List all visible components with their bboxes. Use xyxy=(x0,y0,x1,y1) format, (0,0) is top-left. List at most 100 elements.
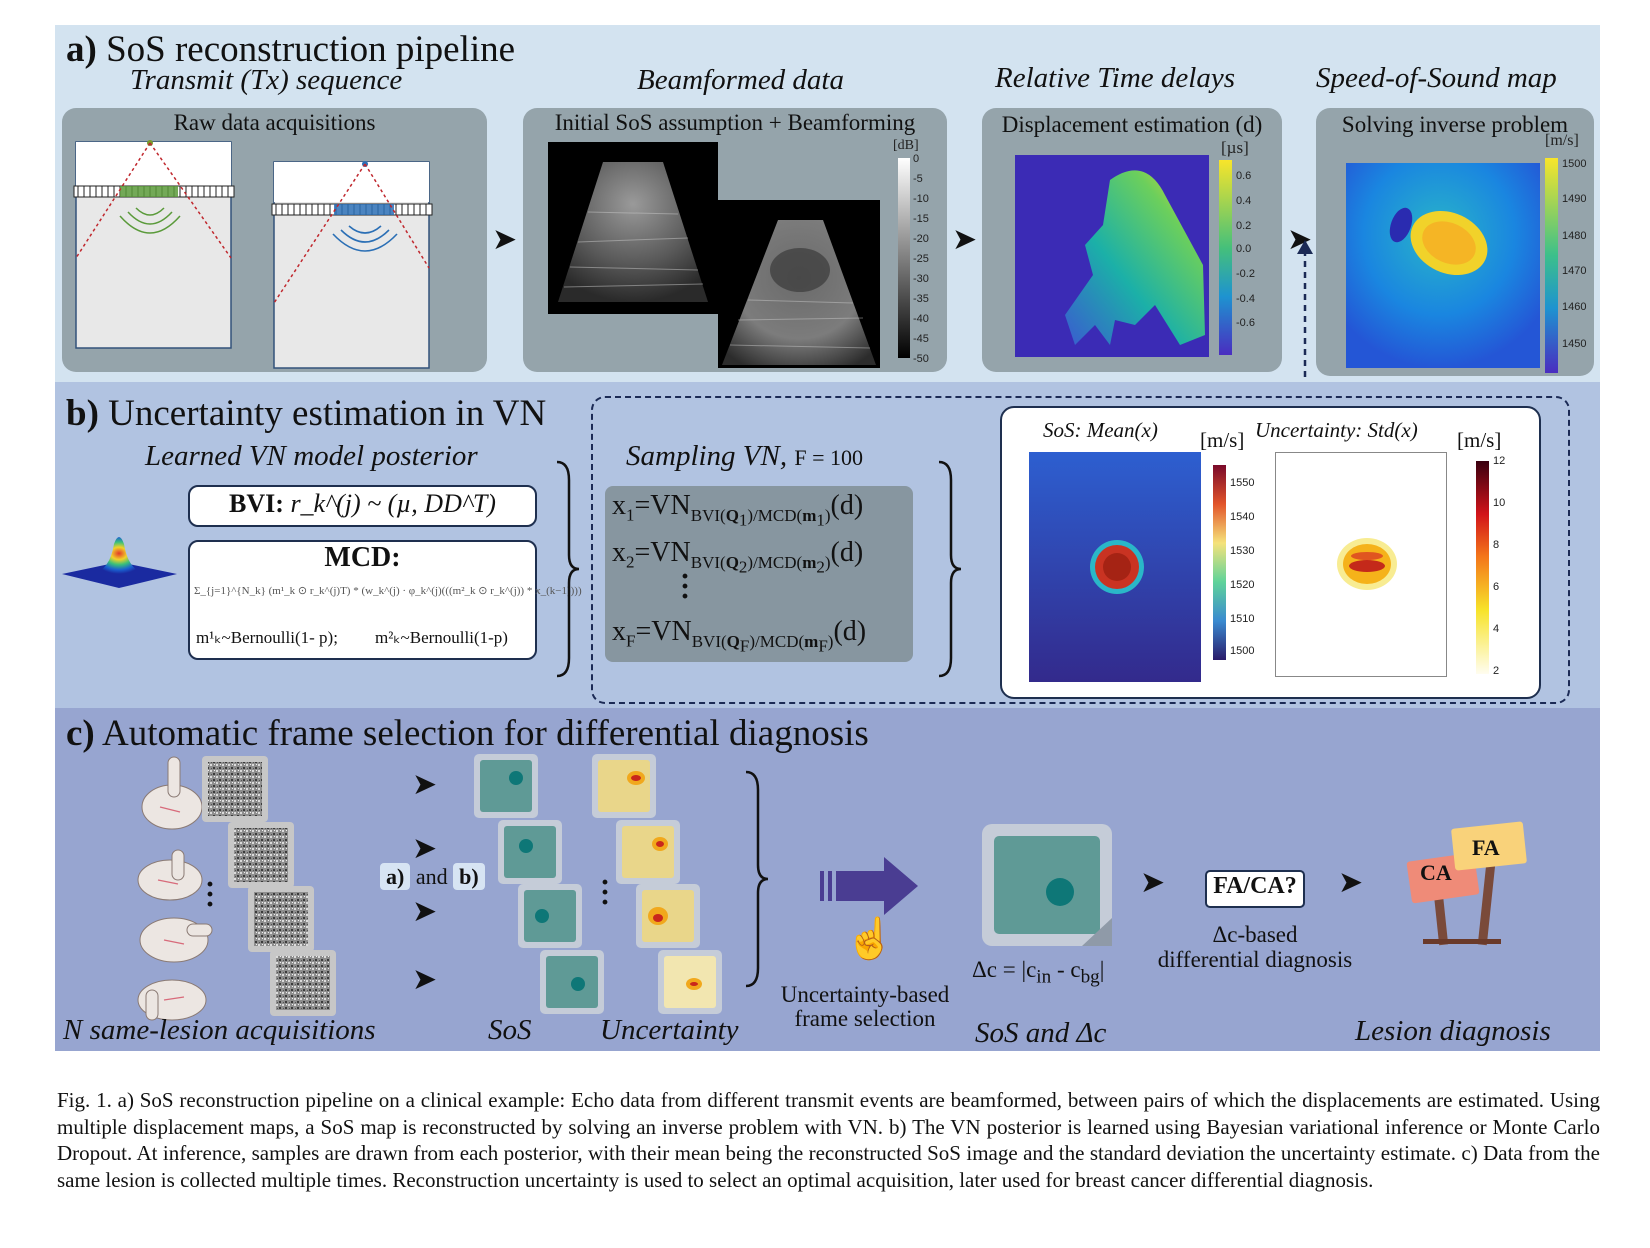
vn-sample-1: x1=VNBVI(Q1)/MCD(m1)(d) xyxy=(612,490,864,529)
bvi-formula: r_k^(j) ~ (µ, DD^T) xyxy=(290,489,496,518)
db-unit: [dB] xyxy=(893,138,919,153)
label-diagnosis: Lesion diagnosis xyxy=(1355,1015,1551,1047)
mean-ticks: 1550 1540 1530 1520 1510 1500 xyxy=(1230,477,1270,657)
raw-data-title: Raw data acquisitions xyxy=(173,110,376,135)
arrow-c1: ➤ xyxy=(412,768,438,801)
unc-std-title: Uncertainty: Std(x) xyxy=(1255,418,1418,442)
brace-c xyxy=(745,770,769,988)
vn-sample-2: x2=VNBVI(Q2)/MCD(m2)(d) xyxy=(612,537,864,576)
db-tick: -15 xyxy=(913,213,929,225)
us-ticks: 0.6 0.4 0.2 0.0 -0.2 -0.4 -0.6 xyxy=(1236,170,1276,340)
us-tick: 0.4 xyxy=(1236,195,1252,207)
arrow-c2: ➤ xyxy=(412,832,438,865)
brace-b1 xyxy=(556,460,580,678)
dashed-link-arrow xyxy=(1297,240,1313,398)
dc-based-text: Δc-based differential diagnosis xyxy=(1157,922,1353,972)
ms-unit-a: [m/s] xyxy=(1545,132,1579,149)
posterior-title: Learned VN model posterior xyxy=(145,440,478,472)
ms-tick: 1500 xyxy=(1562,158,1587,170)
stage-title-beamformed: Beamformed data xyxy=(637,64,844,96)
hand-pointer-icon: ☝ xyxy=(845,916,895,961)
sos-map-image xyxy=(1346,163,1540,368)
sampling-title: Sampling VN, F = 100 xyxy=(626,440,864,472)
sos-mean-image xyxy=(1029,452,1201,682)
ms-tick: 1480 xyxy=(1562,230,1587,242)
fa-ca-text: FA/CA? xyxy=(1213,873,1297,899)
std-tick: 10 xyxy=(1493,497,1506,509)
noisy-acquisitions xyxy=(202,756,336,1016)
label-sos-dc: SoS and Δc xyxy=(975,1017,1107,1049)
db-tick: -20 xyxy=(913,233,929,245)
arrow-c6: ➤ xyxy=(1338,866,1364,899)
db-tick: -35 xyxy=(913,293,929,305)
section-c-header: c) Automatic frame selection for differe… xyxy=(66,713,869,754)
std-tick: 2 xyxy=(1493,665,1500,677)
brace-b2 xyxy=(938,460,962,678)
us-tick: -0.6 xyxy=(1236,317,1255,329)
us-unit: [µs] xyxy=(1221,138,1249,157)
ms-tick: 1470 xyxy=(1562,265,1587,277)
us-tick: 0.0 xyxy=(1236,243,1252,255)
displacement-title: Displacement estimation (d) xyxy=(1001,112,1263,137)
mean-tick: 1550 xyxy=(1230,477,1255,489)
bmode-image-2 xyxy=(718,200,880,368)
std-tick: 4 xyxy=(1493,623,1500,635)
vn-sample-f: xF=VNBVI(QF)/MCD(mF)(d) xyxy=(612,616,867,655)
db-tick: 0 xyxy=(913,153,920,165)
db-tick: -10 xyxy=(913,193,929,205)
std-ticks: 12 10 8 6 4 2 xyxy=(1493,455,1523,680)
vn-ellipsis: ··· xyxy=(680,560,691,613)
arrow-a2: ➤ xyxy=(952,223,978,256)
gaussian-posterior-icon xyxy=(62,537,177,588)
displacement-map xyxy=(1015,155,1209,357)
label-uncertainty: Uncertainty xyxy=(600,1014,739,1046)
ms-colorbar-a xyxy=(1545,158,1558,373)
ms-tick: 1460 xyxy=(1562,301,1587,313)
std-colorbar xyxy=(1476,461,1489,674)
bmode-image-1 xyxy=(548,142,718,314)
mcd-m1: m¹ₖ~Bernoulli(1- p); xyxy=(196,628,338,647)
section-b-header: b) Uncertainty estimation in VN xyxy=(66,393,547,434)
uncertainty-std-image xyxy=(1275,452,1447,677)
stage-title-tx: Transmit (Tx) sequence xyxy=(130,64,403,96)
label-sos: SoS xyxy=(488,1014,532,1046)
db-tick: -5 xyxy=(913,173,923,185)
mean-tick: 1500 xyxy=(1230,645,1255,657)
mean-tick: 1520 xyxy=(1230,579,1255,591)
db-tick: -40 xyxy=(913,313,929,325)
selected-sos-card xyxy=(982,824,1112,946)
std-tick: 12 xyxy=(1493,455,1506,467)
transducer-illustration xyxy=(73,140,433,369)
arrow-c4: ➤ xyxy=(412,963,438,996)
mcd-m2: m²ₖ~Bernoulli(1-p) xyxy=(375,628,508,647)
db-tick: -50 xyxy=(913,353,929,365)
mcd-box xyxy=(188,540,537,660)
sampling-dashed-box xyxy=(591,396,1570,704)
us-tick: -0.4 xyxy=(1236,293,1255,305)
arrow-c3: ➤ xyxy=(412,895,438,928)
selection-text: Uncertainty-based frame selection xyxy=(780,982,950,1031)
acq-ellipsis: ··· xyxy=(205,868,216,921)
vn-samples-box xyxy=(605,486,913,662)
sign-ca: CA xyxy=(1420,860,1452,885)
figure-caption: Fig. 1. a) SoS reconstruction pipeline o… xyxy=(57,1088,1600,1192)
us-tick: 0.2 xyxy=(1236,220,1252,232)
a-and-b-tags: a) and b) xyxy=(380,863,485,890)
sos-mean-title: SoS: Mean(x) xyxy=(1043,418,1158,442)
std-tick: 8 xyxy=(1493,539,1500,551)
us-tick: -0.2 xyxy=(1236,268,1255,280)
arrow-c5: ➤ xyxy=(1140,866,1166,899)
mean-unit: [m/s] xyxy=(1200,428,1245,452)
stage-title-sos-map: Speed-of-Sound map xyxy=(1316,62,1557,94)
sos-cards xyxy=(474,754,604,1014)
diagnosis-signs xyxy=(1406,821,1527,946)
db-tick: -45 xyxy=(913,333,929,345)
ms-tick: 1450 xyxy=(1562,338,1587,350)
mean-tick: 1540 xyxy=(1230,511,1255,523)
breast-illustrations xyxy=(137,756,213,1021)
db-colorbar xyxy=(898,158,910,358)
sos-ellipsis: ··· xyxy=(600,866,611,919)
mcd-formula: Σ_{j=1}^{N_k} (m¹_k ⊙ r_k^(j)T) * (w_k^(… xyxy=(194,585,582,597)
us-colorbar xyxy=(1219,160,1232,355)
stage-title-time-delays: Relative Time delays xyxy=(995,62,1235,94)
